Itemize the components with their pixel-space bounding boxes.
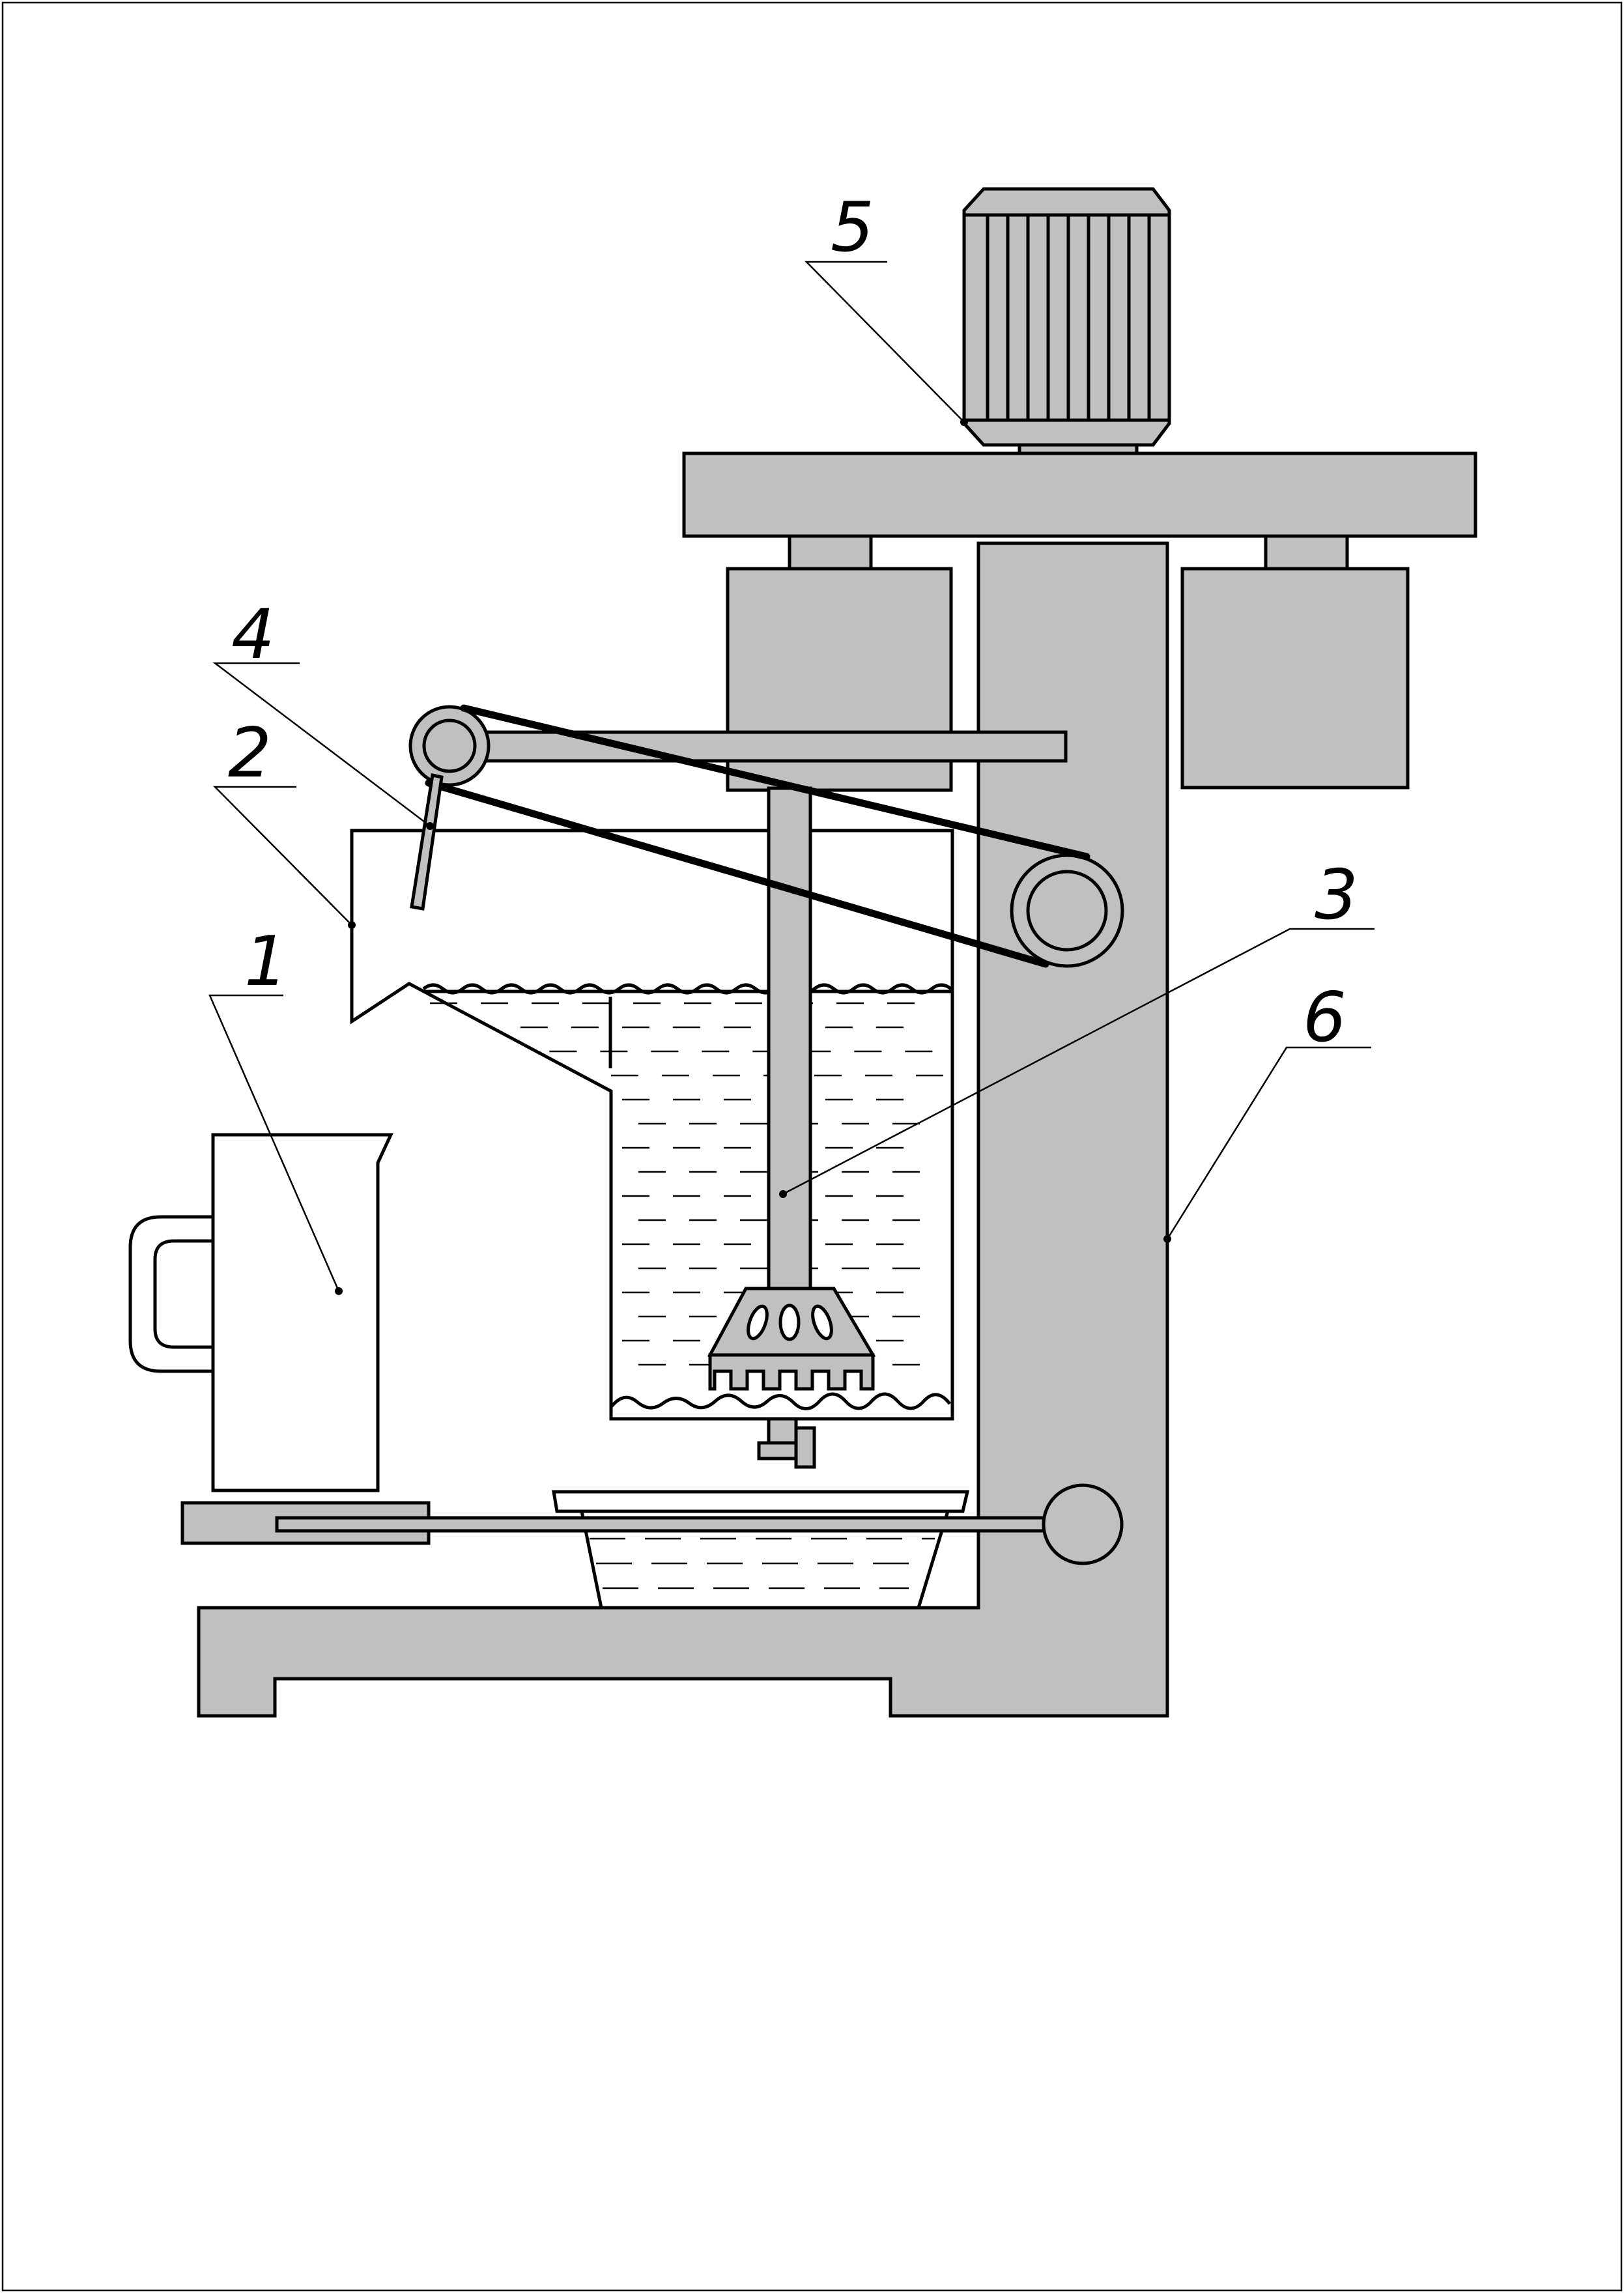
callout-5: 5 xyxy=(805,188,968,426)
left-mount-neck xyxy=(788,534,873,571)
outlet-tap xyxy=(757,1417,816,1469)
callout-label-3: 3 xyxy=(1315,855,1358,935)
callout-label-6: 6 xyxy=(1303,978,1346,1057)
slide-pivot xyxy=(1042,1483,1124,1565)
slide-rod xyxy=(275,1516,1085,1533)
stand-column xyxy=(197,541,1169,1718)
top-plate xyxy=(682,451,1477,538)
callout-1: 1 xyxy=(208,922,343,1295)
right-mount-block xyxy=(1180,567,1410,790)
callout-label-5: 5 xyxy=(831,188,874,267)
collection-tray xyxy=(552,1490,970,1610)
belt-upper xyxy=(460,704,1090,861)
callout-label-4: 4 xyxy=(231,595,275,674)
pulley-arm xyxy=(450,730,1068,763)
lever xyxy=(410,773,444,911)
driven-pulley-large xyxy=(1010,853,1124,968)
drive-pulley-small xyxy=(408,705,491,787)
mixer xyxy=(707,786,876,1391)
callout-label-2: 2 xyxy=(228,713,272,793)
belt-lower xyxy=(425,779,1049,968)
tank xyxy=(350,829,954,1421)
callout-3: 3 xyxy=(779,855,1375,1198)
right-mount-neck xyxy=(1264,534,1349,571)
jug xyxy=(128,1133,393,1492)
callout-label-1: 1 xyxy=(244,922,288,1001)
callout-2: 2 xyxy=(213,713,356,929)
motor xyxy=(962,187,1171,455)
callout-6: 6 xyxy=(1163,978,1371,1243)
callout-4: 4 xyxy=(212,595,434,830)
